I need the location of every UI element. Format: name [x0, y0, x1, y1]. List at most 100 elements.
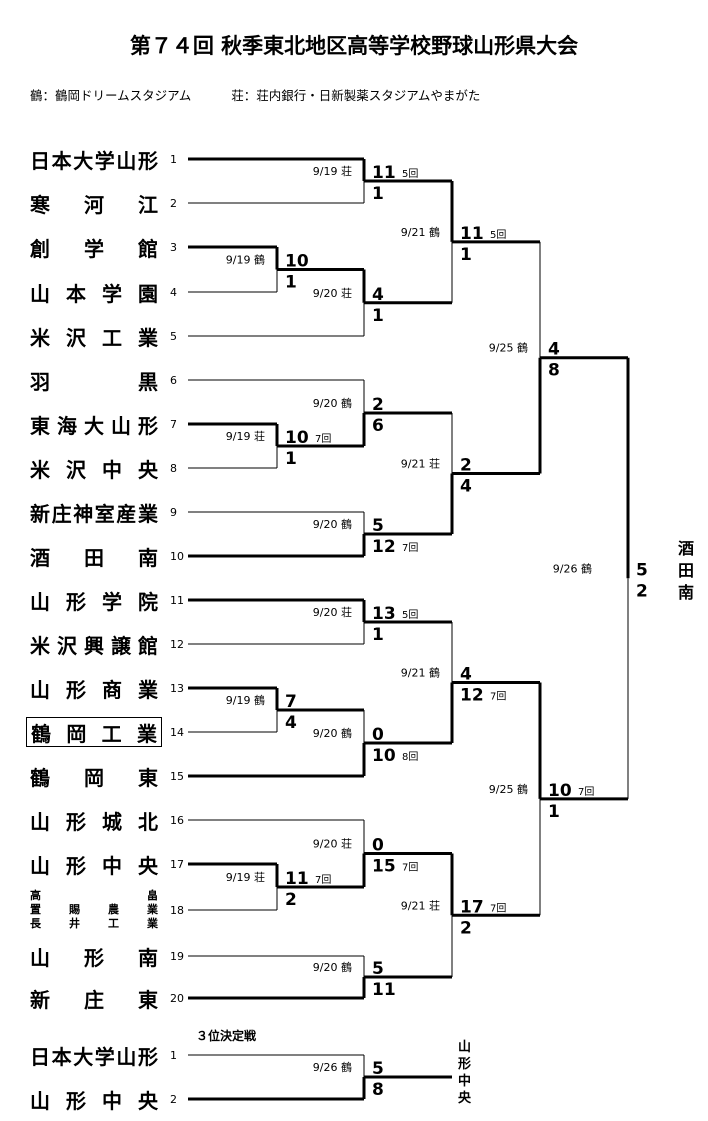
game-15-date: 9/21 鶴	[401, 666, 440, 680]
game-16-top-innings: 7回	[490, 902, 506, 914]
game-6-bottom-score: 12	[372, 537, 396, 557]
third-place-team-1-name: 日本大学山形	[30, 1044, 158, 1069]
team-2-seed: 2	[170, 197, 177, 210]
team-6-seed: 6	[170, 374, 177, 387]
game-10-top-innings: 7回	[315, 874, 331, 886]
game-3-bottom-score: 1	[372, 306, 384, 326]
game-15-top-score: 4	[460, 665, 472, 685]
third-place-team-2-name: 山形中央	[30, 1088, 158, 1113]
third-place-heading: ３位決定戦	[196, 1029, 257, 1043]
team-16-seed: 16	[170, 814, 184, 827]
team-12-name: 米沢興譲館	[30, 633, 158, 658]
team-15-seed: 15	[170, 770, 184, 783]
team-12-seed: 12	[170, 638, 184, 651]
game-12-top-score: 5	[372, 959, 384, 979]
game-9-date: 9/20 鶴	[313, 726, 352, 740]
team-14-seed: 14	[170, 726, 184, 739]
team-11-seed: 11	[170, 594, 184, 607]
third-place-team-2-seed: 2	[170, 1093, 177, 1106]
team-15-name: 鶴岡東	[30, 765, 158, 790]
game-16-bottom-score: 2	[460, 918, 472, 938]
game-11-bottom-innings: 7回	[402, 862, 418, 874]
team-16-name: 山形城北	[30, 809, 158, 834]
game-final-bottom-score: 2	[636, 581, 648, 601]
team-17-name: 山形中央	[30, 853, 158, 878]
game-9-bottom-score: 10	[372, 746, 396, 766]
team-3-seed: 3	[170, 241, 177, 254]
team-3-name: 創学館	[30, 236, 158, 261]
game-13-top-innings: 5回	[490, 229, 506, 241]
game-10-bottom-score: 2	[285, 890, 297, 910]
game-1-top-score: 11	[372, 163, 396, 183]
game-3-date: 9/20 荘	[313, 287, 352, 300]
third-place-winner: 山形中央	[458, 1040, 472, 1106]
game-1-bottom-score: 1	[372, 184, 384, 204]
game-15-bottom-score: 12	[460, 686, 484, 706]
team-13-seed: 13	[170, 682, 184, 695]
game-12-date: 9/20 鶴	[313, 960, 352, 974]
game-5-date: 9/20 鶴	[313, 396, 352, 410]
game-5-bottom-score: 6	[372, 416, 384, 436]
game-18-bottom-score: 1	[548, 802, 560, 822]
game-12-bottom-score: 11	[372, 980, 396, 1000]
team-11-name: 山形学院	[30, 589, 158, 614]
game-3-top-score: 4	[372, 285, 384, 305]
game-7-top-score: 13	[372, 604, 396, 624]
game-18-top-score: 10	[548, 781, 572, 801]
team-6-name: 羽黒	[30, 369, 158, 394]
team-18-name: 高畠置賜農業長井工業	[30, 889, 158, 930]
game-16-date: 9/21 荘	[401, 899, 440, 912]
game-8-date: 9/19 鶴	[226, 693, 265, 707]
game-11-bottom-score: 15	[372, 857, 396, 877]
game-18-date: 9/25 鶴	[489, 782, 528, 796]
game-14-bottom-score: 4	[460, 477, 472, 497]
game-13-bottom-score: 1	[460, 245, 472, 265]
game-17-bottom-score: 8	[548, 361, 560, 381]
team-7-name: 東海大山形	[30, 413, 158, 438]
game-8-top-score: 7	[285, 692, 297, 712]
game-10-date: 9/19 荘	[226, 871, 265, 884]
team-14-name: 鶴岡工業	[26, 717, 162, 747]
third-place-team-1-seed: 1	[170, 1049, 177, 1062]
game-4-top-score: 10	[285, 428, 309, 448]
game-14-date: 9/21 荘	[401, 458, 440, 471]
game-final-date: 9/26 鶴	[553, 561, 592, 575]
game-2-date: 9/19 鶴	[226, 253, 265, 267]
team-9-name: 新庄神室産業	[30, 501, 158, 526]
game-9-bottom-innings: 8回	[402, 751, 418, 763]
team-7-seed: 7	[170, 418, 177, 431]
game-15-bottom-innings: 7回	[490, 691, 506, 703]
team-19-seed: 19	[170, 950, 184, 963]
team-1-seed: 1	[170, 153, 177, 166]
game-18-top-innings: 7回	[578, 786, 594, 798]
team-20-name: 新庄東	[30, 987, 158, 1012]
game-4-top-innings: 7回	[315, 433, 331, 445]
team-18-seed: 18	[170, 904, 184, 917]
game-1-date: 9/19 荘	[313, 165, 352, 178]
game-5-top-score: 2	[372, 395, 384, 415]
game-13-date: 9/21 鶴	[401, 225, 440, 239]
team-9-seed: 9	[170, 506, 177, 519]
team-1-name: 日本大学山形	[30, 148, 158, 173]
game-final-top-score: 5	[636, 560, 648, 580]
game-7-top-innings: 5回	[402, 609, 418, 621]
team-8-seed: 8	[170, 462, 177, 475]
team-2-name: 寒河江	[30, 192, 158, 217]
venue-legend: 鶴：鶴岡ドリームスタジアム 荘：荘内銀行・日新製薬スタジアムやまがた	[30, 85, 516, 104]
game-2-top-score: 10	[285, 252, 309, 272]
third-place-game-bottom-score: 8	[372, 1080, 384, 1100]
team-5-name: 米沢工業	[30, 325, 158, 350]
team-10-seed: 10	[170, 550, 184, 563]
game-6-date: 9/20 鶴	[313, 517, 352, 531]
team-4-seed: 4	[170, 286, 177, 299]
game-6-top-score: 5	[372, 516, 384, 536]
team-8-name: 米沢中央	[30, 457, 158, 482]
game-11-date: 9/20 荘	[313, 838, 352, 851]
team-19-name: 山形南	[30, 945, 158, 970]
third-place-game-top-score: 5	[372, 1059, 384, 1079]
team-13-name: 山形商業	[30, 677, 158, 702]
game-17-top-score: 4	[548, 340, 560, 360]
game-11-top-score: 0	[372, 836, 384, 856]
game-7-bottom-score: 1	[372, 625, 384, 645]
